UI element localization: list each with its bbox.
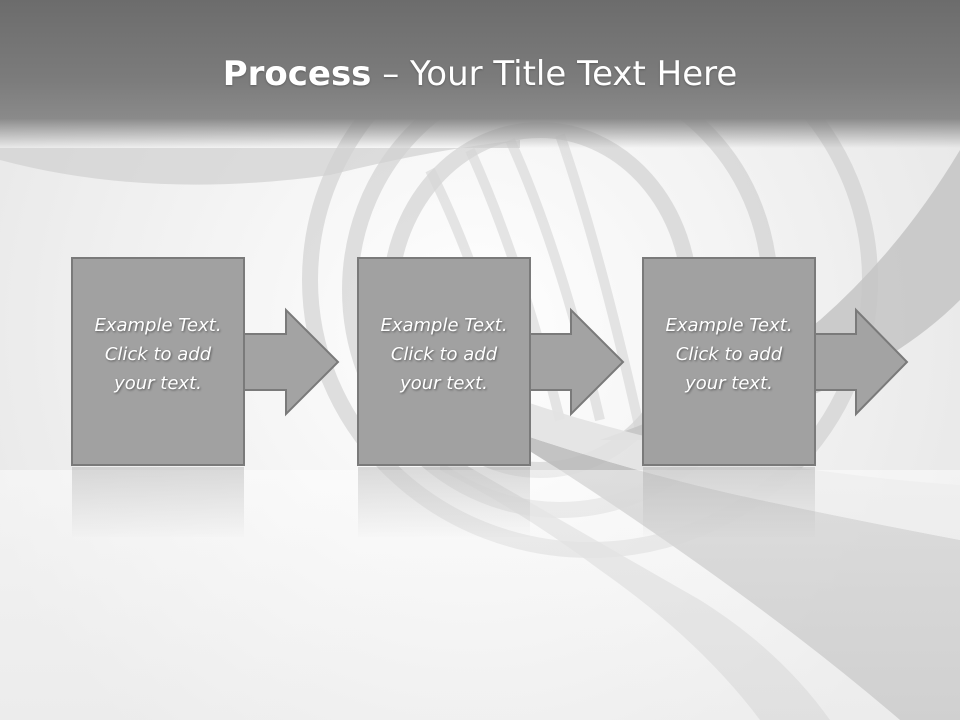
title-rest: – Your Title Text Here	[371, 54, 738, 94]
step-2-line-3: your text.	[400, 373, 488, 394]
step-3-arrow	[811, 307, 909, 417]
step-3-line-1: Example Text.	[665, 315, 793, 336]
step-1-line-2: Click to add	[104, 344, 212, 365]
step-1[interactable]	[71, 257, 340, 537]
step-3-text[interactable]: Example Text. Click to add your text.	[643, 311, 815, 398]
step-3-line-3: your text.	[685, 373, 773, 394]
slide-title[interactable]: Process – Your Title Text Here	[0, 52, 960, 96]
step-1-box	[71, 257, 245, 466]
step-1-text[interactable]: Example Text. Click to add your text.	[72, 311, 244, 398]
step-3[interactable]	[642, 257, 909, 537]
step-3-reflection	[643, 467, 815, 537]
step-1-reflection	[72, 467, 244, 537]
step-2-line-2: Click to add	[390, 344, 498, 365]
step-2-box	[357, 257, 531, 466]
step-1-arrow	[239, 307, 340, 417]
step-1-line-1: Example Text.	[94, 315, 222, 336]
step-2[interactable]	[357, 257, 625, 537]
title-band	[0, 0, 960, 148]
title-bold: Process	[222, 54, 372, 94]
step-1-line-3: your text.	[114, 373, 202, 394]
step-3-box	[642, 257, 816, 466]
step-2-text[interactable]: Example Text. Click to add your text.	[358, 311, 530, 398]
step-2-line-1: Example Text.	[380, 315, 508, 336]
step-2-reflection	[358, 467, 530, 537]
step-2-arrow	[525, 307, 625, 417]
step-3-line-2: Click to add	[675, 344, 783, 365]
